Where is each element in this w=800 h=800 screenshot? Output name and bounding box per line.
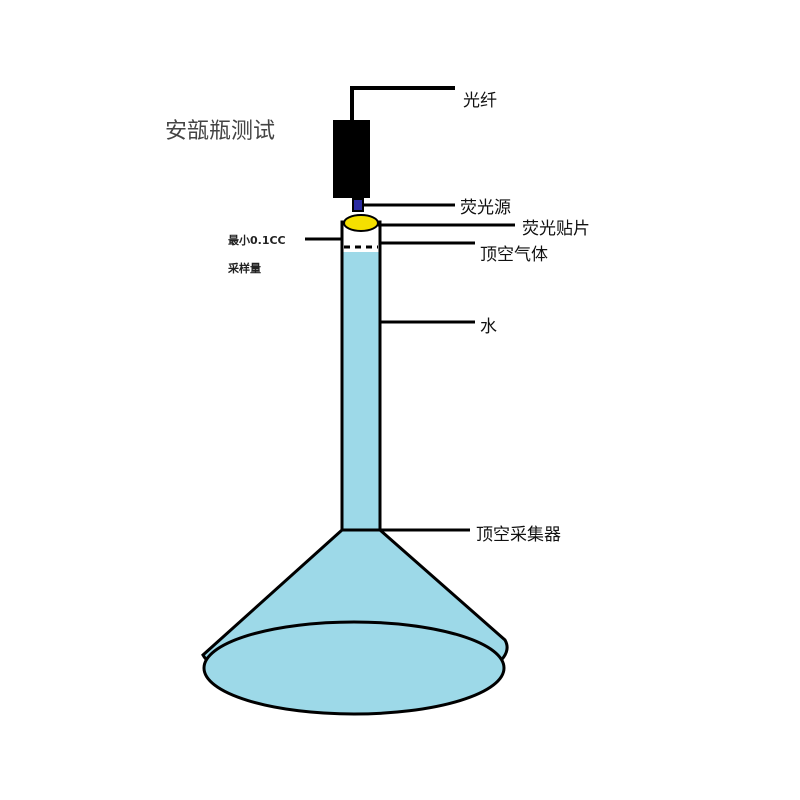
diagram-title: 安瓿瓶测试: [165, 119, 276, 144]
label-patch: 荧光贴片: [522, 219, 590, 239]
label-light-source: 荧光源: [460, 198, 511, 218]
fiber-cable: [350, 86, 455, 122]
probe-body: [333, 120, 370, 198]
light-source: [352, 198, 364, 212]
fluorescent-patch: [343, 214, 379, 232]
label-water: 水: [480, 317, 497, 337]
label-collector: 顶空采集器: [476, 525, 561, 545]
label-sample-volume: 采样量: [228, 262, 261, 275]
label-fiber: 光纤: [463, 91, 497, 111]
label-headspace-gas: 顶空气体: [480, 245, 548, 265]
label-min-sample: 最小0.1CC: [228, 234, 286, 247]
tube-water: [342, 252, 380, 530]
funnel-mouth: [202, 620, 506, 716]
